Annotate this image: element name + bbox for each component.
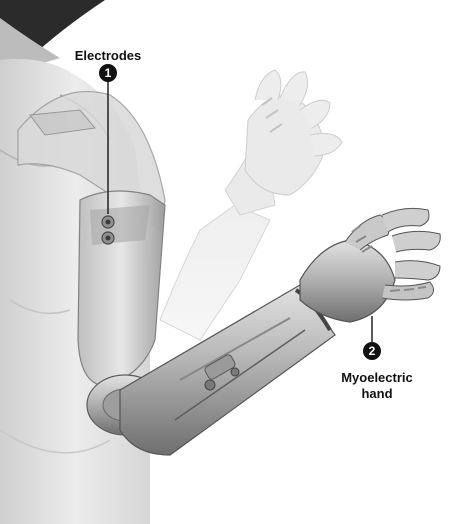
callout-number-2: 2 [369, 344, 376, 358]
callout-number-1: 1 [105, 66, 112, 80]
myoelectric-label-line2: hand [361, 386, 392, 401]
electrodes-label: Electrodes [75, 48, 141, 63]
myoelectric-label-line1: Myoelectric [341, 370, 413, 385]
